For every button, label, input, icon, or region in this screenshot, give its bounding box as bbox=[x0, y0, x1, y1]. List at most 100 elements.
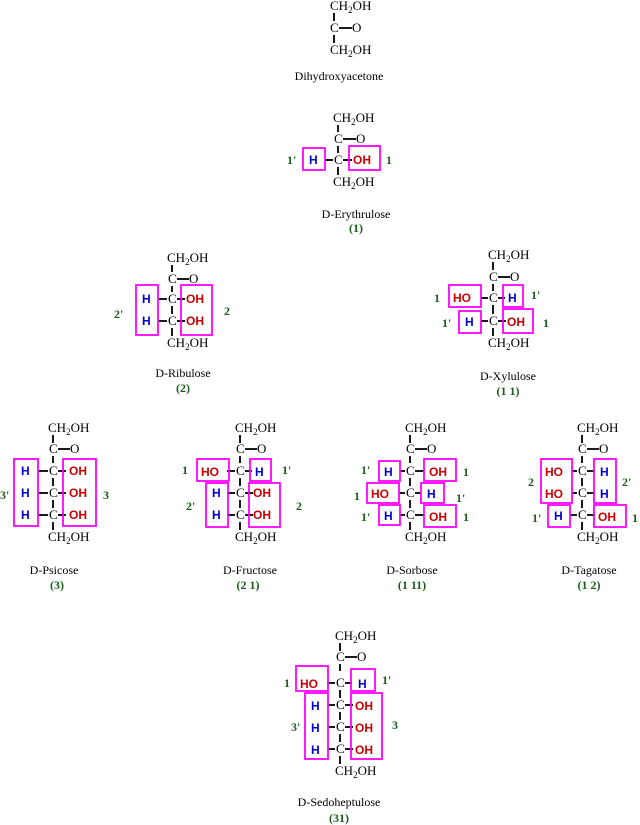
ch2oh-top: CH2OH bbox=[48, 420, 89, 437]
h-box bbox=[304, 692, 329, 760]
ch2oh-top: CH2OH bbox=[330, 0, 371, 15]
oh-box bbox=[248, 482, 281, 528]
oh-label: OH bbox=[507, 315, 525, 329]
label-1: 1 bbox=[632, 511, 638, 525]
molecule-dihydroxyacetone: CH2OH C O CH2OH bbox=[330, 0, 371, 59]
h-label: H bbox=[311, 721, 320, 735]
oh-label: OH bbox=[186, 314, 204, 328]
chiral-carbon-3: C bbox=[49, 463, 58, 478]
keto-carbon: C bbox=[406, 441, 415, 456]
chiral-carbon-3: C bbox=[489, 290, 498, 305]
label-3-prime: 3' bbox=[0, 488, 9, 502]
oh-label: OH bbox=[186, 292, 204, 306]
chiral-carbon-5: C bbox=[578, 507, 587, 522]
ch2oh-bottom: CH2OH bbox=[167, 335, 208, 352]
label-1-prime: 1' bbox=[531, 288, 540, 302]
ch2oh-top: CH2OH bbox=[235, 420, 276, 437]
h-label: H bbox=[21, 508, 30, 522]
label-1: 1 bbox=[463, 465, 469, 479]
ho-label: HO bbox=[300, 677, 318, 691]
oh-box bbox=[502, 308, 534, 334]
label-1-prime: 1' bbox=[532, 511, 541, 525]
ho-label: HO bbox=[201, 465, 219, 479]
molecule-sedoheptulose: CH2OH C O C C C C CH2OH HO H H H H OH OH… bbox=[284, 628, 398, 780]
chiral-carbon: C bbox=[334, 152, 343, 167]
label-1: 1 bbox=[434, 291, 440, 305]
name-sorbose: D-Sorbose bbox=[386, 563, 437, 577]
oh-box bbox=[423, 504, 457, 528]
oh-label: OH bbox=[355, 699, 373, 713]
h-label: H bbox=[311, 743, 320, 757]
oh-box bbox=[180, 284, 213, 336]
label-1: 1 bbox=[386, 153, 392, 167]
h-label: H bbox=[358, 677, 367, 691]
h-label: H bbox=[600, 487, 609, 501]
label-3: 3 bbox=[392, 718, 398, 732]
code-xylulose: (1 1) bbox=[497, 384, 520, 398]
h-label: H bbox=[309, 153, 318, 167]
chiral-carbon-3: C bbox=[406, 463, 415, 478]
h-label: H bbox=[21, 486, 30, 500]
keto-carbon: C bbox=[578, 441, 587, 456]
h-label: H bbox=[600, 465, 609, 479]
chiral-carbon-5: C bbox=[336, 719, 345, 734]
molecule-psicose: CH2OH C O C C C CH2OH H H H OH OH OH 3' … bbox=[0, 420, 109, 546]
label-1: 1 bbox=[354, 489, 360, 503]
label-2-prime: 2' bbox=[186, 499, 195, 513]
h-box bbox=[350, 668, 376, 692]
h-label: H bbox=[142, 314, 151, 328]
keto-carbon: C bbox=[168, 271, 177, 286]
name-erythrulose: D-Erythrulose bbox=[322, 207, 391, 221]
ch2oh-bottom: CH2OH bbox=[330, 42, 371, 59]
name-fructose: D-Fructose bbox=[223, 563, 277, 577]
chiral-carbon-5: C bbox=[49, 507, 58, 522]
chiral-carbon-3: C bbox=[578, 463, 587, 478]
code-fructose: (2 1) bbox=[237, 578, 260, 592]
ch2oh-bottom: CH2OH bbox=[577, 529, 618, 546]
chiral-carbon-3: C bbox=[236, 463, 245, 478]
molecule-sorbose: CH2OH C O C C C CH2OH H OH HO H H OH 1' … bbox=[354, 420, 469, 546]
ho-box bbox=[366, 482, 400, 504]
chiral-carbon-4: C bbox=[489, 313, 498, 328]
h-label: H bbox=[142, 292, 151, 306]
ho-box bbox=[295, 665, 329, 692]
code-sedoheptulose: (31) bbox=[329, 811, 349, 825]
code-ribulose: (2) bbox=[176, 381, 190, 395]
keto-oxygen: O bbox=[356, 131, 365, 146]
h-box bbox=[378, 504, 401, 526]
molecule-xylulose: CH2OH C O C C CH2OH HO H H OH 1 1' 1' 1 bbox=[434, 247, 549, 352]
chiral-carbon-4: C bbox=[578, 485, 587, 500]
h-label: H bbox=[384, 509, 393, 523]
h-label: H bbox=[255, 465, 264, 479]
h-label: H bbox=[212, 486, 221, 500]
chiral-carbon-4: C bbox=[49, 485, 58, 500]
h-label: H bbox=[212, 508, 221, 522]
ch2oh-bottom: CH2OH bbox=[48, 529, 89, 546]
molecule-fructose: CH2OH C O C C C CH2OH HO H H H OH OH 1 1… bbox=[182, 420, 302, 546]
keto-oxygen: O bbox=[357, 649, 366, 664]
h-label: H bbox=[508, 291, 517, 305]
label-1: 1 bbox=[284, 676, 290, 690]
h-box bbox=[205, 482, 229, 528]
h-box bbox=[547, 504, 571, 528]
keto-carbon: C bbox=[330, 20, 339, 35]
code-psicose: (3) bbox=[50, 578, 64, 592]
keto-carbon: C bbox=[236, 441, 245, 456]
keto-oxygen: O bbox=[427, 441, 436, 456]
ch2oh-bottom: CH2OH bbox=[235, 529, 276, 546]
chiral-carbon-4: C bbox=[168, 313, 177, 328]
name-xylulose: D-Xylulose bbox=[480, 369, 536, 383]
chiral-carbon-5: C bbox=[236, 507, 245, 522]
label-2: 2 bbox=[528, 475, 534, 489]
h-box bbox=[249, 458, 272, 482]
ch2oh-top: CH2OH bbox=[405, 420, 446, 437]
ch2oh-top: CH2OH bbox=[577, 420, 618, 437]
ho-box bbox=[448, 284, 482, 308]
keto-carbon: C bbox=[336, 649, 345, 664]
ch2oh-top: CH2OH bbox=[335, 628, 376, 645]
ch2oh-top: CH2OH bbox=[167, 250, 208, 267]
oh-label: OH bbox=[355, 743, 373, 757]
ho-box bbox=[540, 458, 573, 504]
oh-label: OH bbox=[69, 486, 87, 500]
